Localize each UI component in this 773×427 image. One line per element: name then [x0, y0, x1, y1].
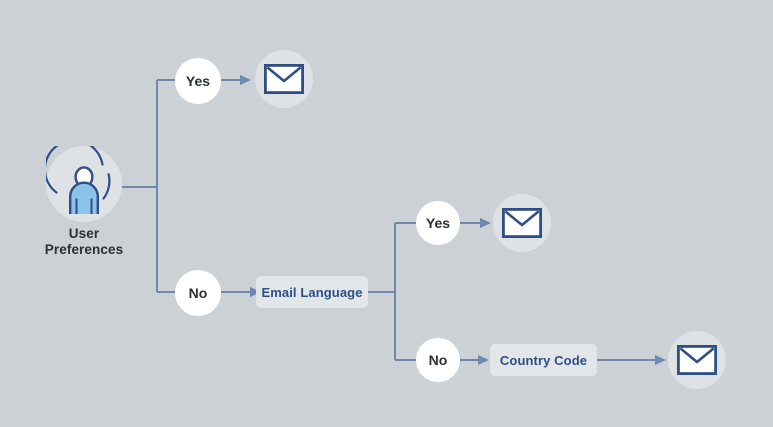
decision-yes-mid[interactable]: Yes	[416, 201, 460, 245]
arrowhead-country-code	[655, 355, 666, 365]
mail-endpoint-bottom[interactable]	[668, 331, 726, 389]
email-icon	[677, 345, 717, 375]
process-country-code[interactable]: Country Code	[490, 344, 597, 376]
decision-no-mid[interactable]: No	[175, 270, 221, 316]
user-circle-icon	[46, 146, 111, 214]
node-user-preferences[interactable]: User Preferences	[45, 146, 123, 257]
user-preferences-label: User Preferences	[28, 226, 140, 258]
arrowhead-no-bottom	[478, 355, 489, 365]
email-icon	[502, 208, 542, 238]
decision-yes-top[interactable]: Yes	[175, 58, 221, 104]
arrowhead-yes-mid	[480, 218, 491, 228]
arrowhead-yes-top	[240, 75, 251, 85]
email-icon	[264, 64, 304, 94]
mail-endpoint-mid[interactable]	[493, 194, 551, 252]
user-preferences-label-line2: Preferences	[44, 242, 124, 257]
decision-no-bottom[interactable]: No	[416, 338, 460, 382]
user-preferences-label-line1: User	[68, 226, 100, 241]
process-email-language[interactable]: Email Language	[256, 276, 368, 308]
arrowhead-no-mid	[250, 287, 261, 297]
mail-endpoint-top[interactable]	[255, 50, 313, 108]
